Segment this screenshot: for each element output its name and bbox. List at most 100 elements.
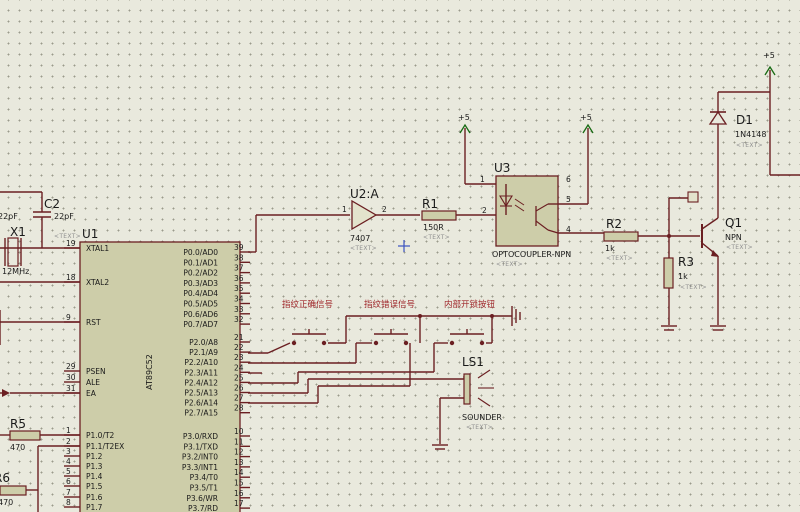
opto-internals (499, 184, 604, 234)
mcu-pin-number: 18 (66, 273, 76, 282)
mcu-pin-number: 7 (66, 488, 71, 497)
push-button-2[interactable] (373, 329, 409, 346)
mcu-pin-number: 9 (66, 313, 71, 322)
mcu-pin-number: 2 (66, 437, 71, 446)
r1-text: <TEXT> (423, 234, 450, 241)
mcu-pin-number: 4 (66, 457, 71, 466)
mcu-ref: U1 (82, 227, 98, 241)
mcu-pin-name: XTAL1 (86, 244, 109, 253)
signal-path (248, 199, 496, 253)
push-button-1[interactable] (291, 329, 327, 346)
mcu-pin-number: 16 (234, 489, 244, 498)
mcu-pin-number: 37 (234, 264, 244, 273)
r2-value: 1k (605, 244, 615, 253)
mcu-pin-name: P2.5/A13 (184, 389, 218, 398)
mcu-pin-name: P0.1/AD1 (183, 258, 218, 267)
mcu-pin-number: 19 (66, 239, 76, 248)
mcu-pin-number: 3 (66, 447, 71, 456)
mcu-pin-number: 11 (234, 437, 244, 446)
mcu-pin-name: P0.6/AD6 (183, 310, 218, 319)
mcu-pin-number: 22 (234, 343, 244, 352)
r2-text: <TEXT> (606, 255, 633, 262)
mcu-pin-number: 5 (66, 467, 71, 476)
mcu-pin-number: 21 (234, 333, 244, 342)
mcu-pin-number: 27 (234, 394, 244, 403)
opto-ref: U3 (494, 161, 510, 175)
mcu-pin-name: P2.4/A12 (184, 378, 218, 387)
buffer-part: 7407 (350, 234, 370, 243)
buffer-text: <TEXT> (350, 245, 377, 252)
mcu-pin-number: 29 (66, 362, 76, 371)
r6-body[interactable] (0, 485, 27, 496)
r5-body[interactable] (9, 430, 41, 441)
mcu-pin-name: P3.7/RD (188, 504, 218, 512)
crystal-body[interactable] (7, 237, 19, 267)
mcu-right-pins: 39P0.0/AD038P0.1/AD137P0.2/AD236P0.3/AD3… (182, 243, 250, 512)
opto-pin-4: 4 (566, 225, 571, 234)
ls1-part: SOUNDER (462, 413, 502, 422)
r6-value: 470 (0, 498, 13, 507)
test-pin[interactable] (687, 191, 699, 203)
diode-d1[interactable] (708, 92, 728, 140)
sounder-ls1[interactable] (432, 369, 494, 450)
mcu-pin-number: 15 (234, 479, 244, 488)
mcu-pin-name: RST (86, 318, 101, 327)
mcu-body[interactable] (79, 241, 241, 512)
power-label-3: +5 (763, 51, 775, 60)
mcu-pin-name: ALE (86, 378, 100, 387)
r5-value: 470 (10, 443, 25, 452)
mcu-pin-name: P3.2/INT0 (182, 453, 218, 462)
mcu-pin-name: P2.7/A15 (184, 409, 218, 418)
mcu-pin-number: 26 (234, 384, 244, 393)
mcu-pin-number: 30 (66, 373, 76, 382)
mcu-pin-name: P3.6/WR (186, 494, 218, 503)
c2-value: 22pF (54, 212, 74, 221)
d1-text: <TEXT> (736, 142, 763, 149)
mcu-pin-number: 36 (234, 274, 244, 283)
mcu-pin-name: P2.3/A11 (184, 368, 218, 377)
mcu-left-pins: 19XTAL118XTAL29RST29PSEN30ALE31EA1P1.0/T… (64, 239, 124, 512)
mcu-pin-name: P0.7/AD7 (183, 320, 218, 329)
r1-body[interactable] (421, 210, 457, 221)
power-label-1: +5 (458, 113, 470, 122)
opto-pin-5: 5 (566, 195, 571, 204)
x1-value: 12MHz (2, 267, 29, 276)
opto-part: OPTOCOUPLER-NPN (492, 250, 571, 259)
push-button-3[interactable] (449, 329, 492, 346)
r5-ref: R5 (10, 417, 26, 431)
r2-body[interactable] (603, 231, 639, 242)
mcu-pin-name: P0.4/AD4 (183, 289, 218, 298)
power-rails (459, 65, 800, 205)
mcu-pin-name: P3.5/T1 (190, 484, 219, 493)
power-label-2: +5 (580, 113, 592, 122)
mcu-pin-name: P1.3 (86, 462, 103, 471)
r6-ref: R6 (0, 471, 10, 485)
r2-ref: R2 (606, 217, 622, 231)
mcu-pin-number: 10 (234, 427, 244, 436)
mcu-pin-number: 33 (234, 305, 244, 314)
opto-text: <TEXT> (496, 261, 523, 268)
x1-ref: X1 (10, 225, 26, 239)
mcu-pin-name: P0.3/AD3 (183, 279, 218, 288)
mcu-pin-number: 23 (234, 353, 244, 362)
r3-body[interactable] (663, 257, 674, 289)
mcu-pin-name: P2.6/A14 (184, 399, 218, 408)
mcu-pin-name: P3.1/TXD (184, 442, 219, 451)
mcu-pin-name: P1.7 (86, 503, 103, 512)
mcu-pin-number: 25 (234, 373, 244, 382)
opto-pin-1: 1 (480, 175, 485, 184)
r3-text: <TEXT> (680, 284, 707, 291)
transistor-stage (603, 140, 726, 331)
r1-ref: R1 (422, 197, 438, 211)
mcu-pin-number: 1 (66, 426, 71, 435)
mcu-pin-name: PSEN (86, 367, 106, 376)
q1-ref: Q1 (725, 216, 742, 230)
mcu-pin-number: 28 (234, 404, 244, 413)
mcu-pin-name: EA (86, 389, 97, 398)
buffer-symbol[interactable] (351, 199, 378, 231)
mcu-pin-name: P1.1/T2EX (86, 442, 124, 451)
mcu-pin-name: P3.4/T0 (190, 473, 219, 482)
mcu-pin-name: P2.0/A8 (189, 338, 218, 347)
button-1-label: 指纹正确信号 (282, 299, 333, 310)
